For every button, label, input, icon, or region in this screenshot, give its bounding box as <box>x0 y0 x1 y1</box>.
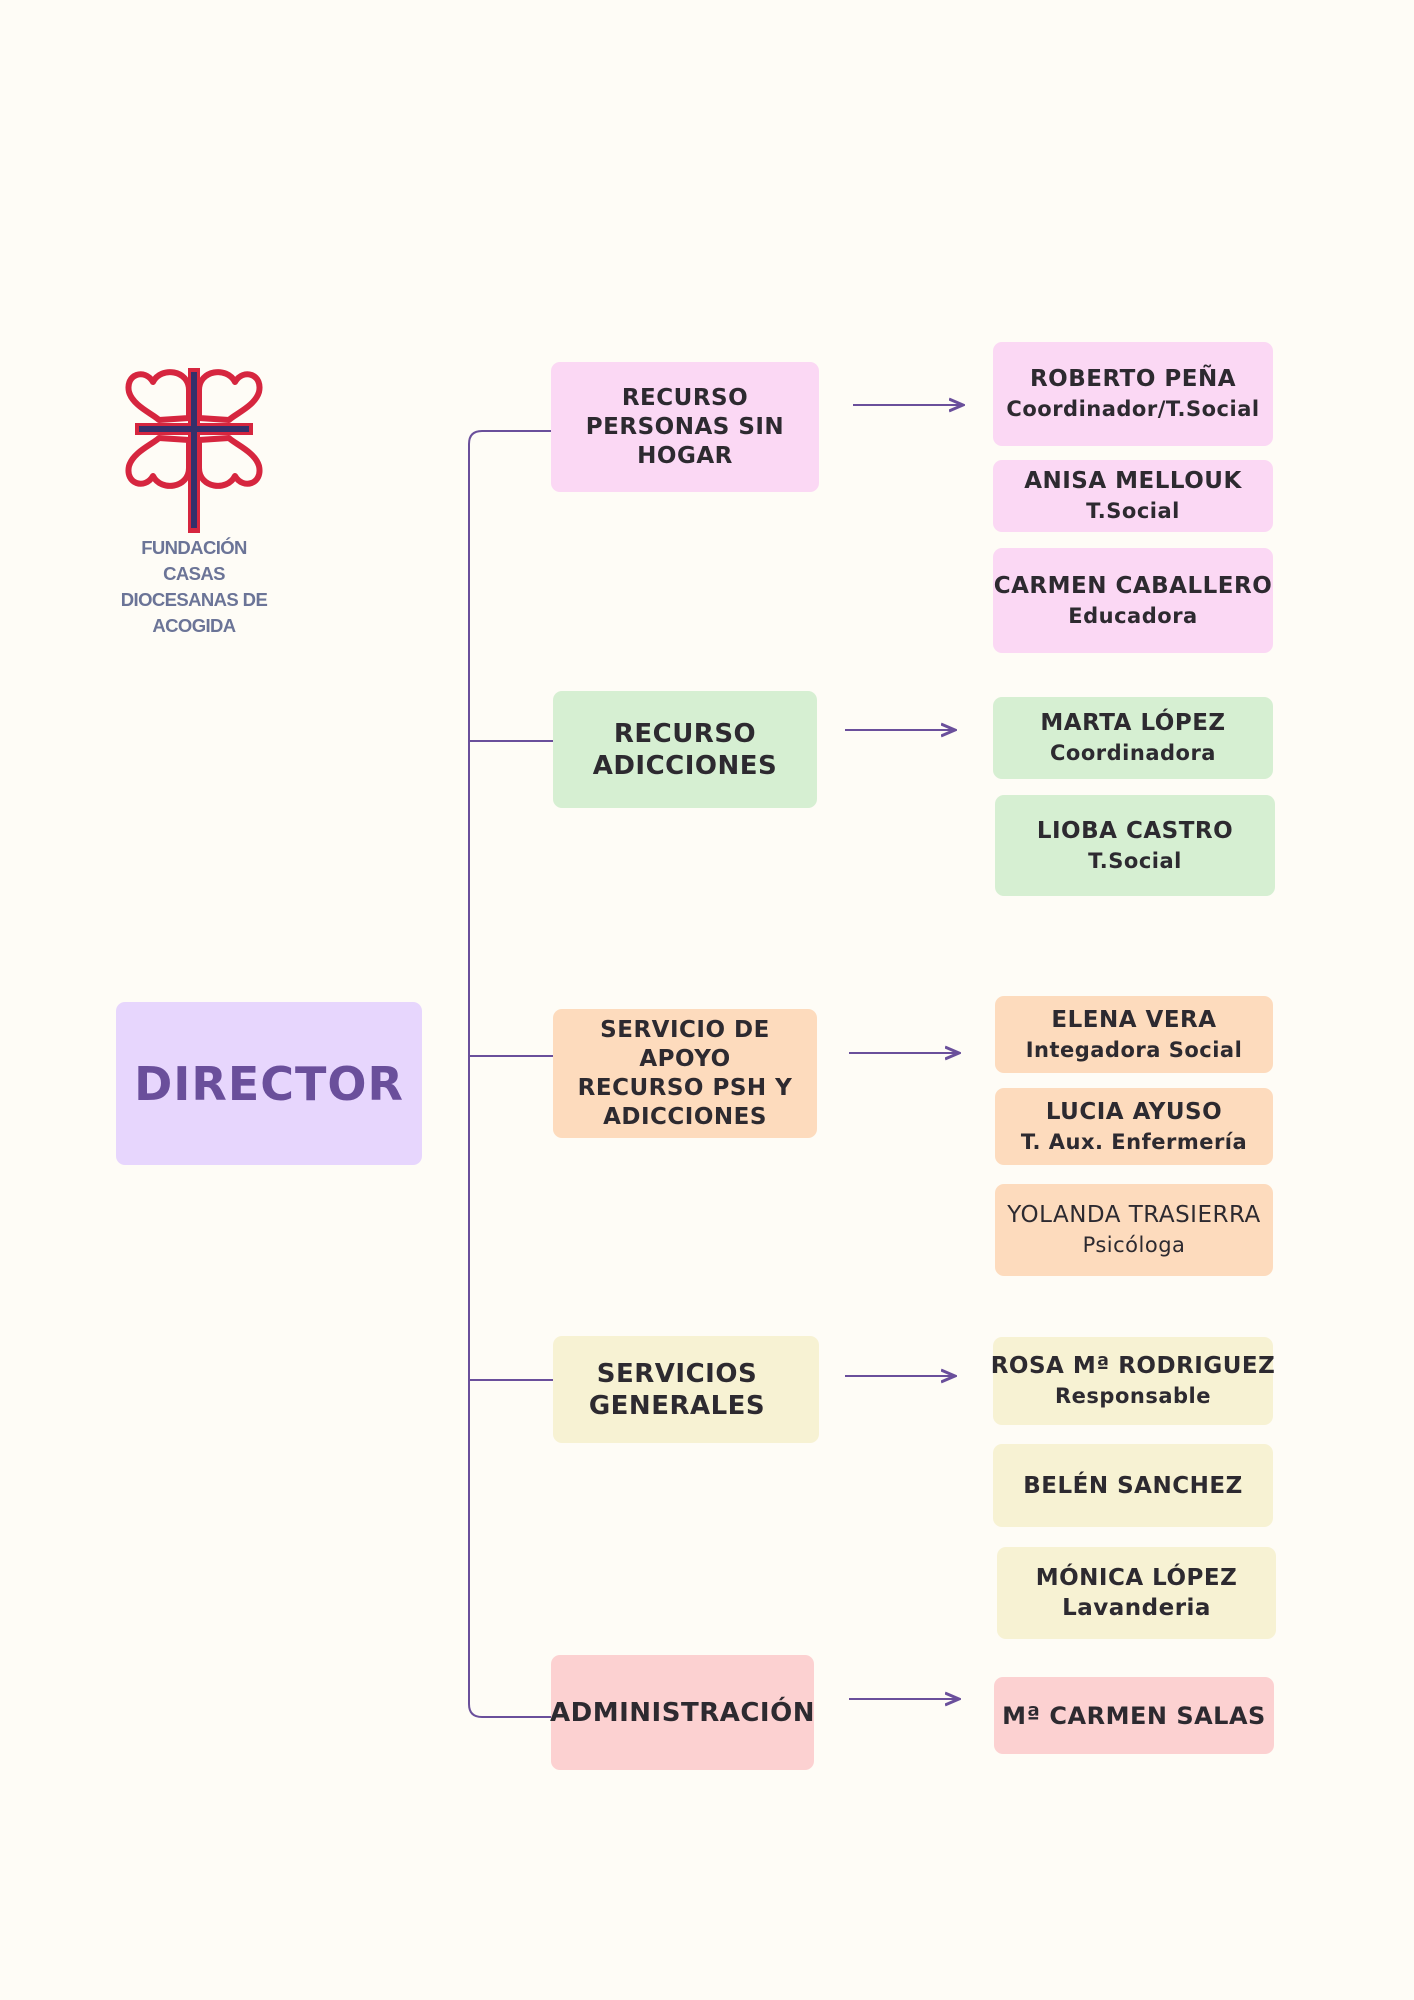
staff-card: MÓNICA LÓPEZ Lavanderia <box>997 1547 1276 1639</box>
dept-recurso-adicciones: RECURSO ADICCIONES <box>553 691 817 808</box>
dept-line: RECURSO <box>621 384 749 411</box>
staff-card: MARTA LÓPEZ Coordinadora <box>993 697 1273 779</box>
staff-role: Coordinadora <box>1050 741 1216 765</box>
staff-name: MARTA LÓPEZ <box>1040 710 1226 736</box>
staff-card: ROSA Mª RODRIGUEZ Responsable <box>990 1337 1276 1425</box>
staff-name: BELÉN SANCHEZ <box>1023 1472 1243 1499</box>
dept-line: ADMINISTRACIÓN <box>550 1697 815 1728</box>
staff-card: CARMEN CABALLERO Educadora <box>993 548 1273 653</box>
staff-name: ROBERTO PEÑA <box>1029 366 1237 392</box>
dept-line: GENERALES <box>588 1390 766 1421</box>
staff-role: Coordinador/T.Social <box>1006 397 1260 421</box>
staff-name: YOLANDA TRASIERRA <box>1007 1202 1261 1228</box>
staff-role: Responsable <box>1055 1384 1211 1408</box>
staff-role: Lavanderia <box>1062 1595 1211 1621</box>
staff-role: T.Social <box>1086 499 1180 523</box>
staff-role: T. Aux. Enfermería <box>1020 1129 1248 1154</box>
dept-line: ADICCIONES <box>603 1103 767 1130</box>
staff-card: BELÉN SANCHEZ <box>993 1444 1273 1527</box>
foundation-logo: FUNDACIÓN CASAS DIOCESANAS DE ACOGIDA <box>115 360 273 636</box>
dept-line: SERVICIOS <box>596 1358 758 1389</box>
staff-card: ROBERTO PEÑA Coordinador/T.Social <box>993 342 1273 446</box>
staff-card: Mª CARMEN SALAS <box>994 1677 1274 1754</box>
trunk-line <box>468 430 551 1718</box>
staff-name: CARMEN CABALLERO <box>993 572 1273 599</box>
logo-line-3: DIOCESANAS DE <box>120 589 268 610</box>
dept-line: ADICCIONES <box>592 750 778 781</box>
staff-role: Integadora Social <box>1025 1037 1243 1062</box>
dept-administracion: ADMINISTRACIÓN <box>550 1655 815 1770</box>
staff-card: ANISA MELLOUK T.Social <box>993 460 1273 532</box>
staff-card: LUCIA AYUSO T. Aux. Enfermería <box>995 1088 1273 1165</box>
staff-role: Educadora <box>1068 603 1198 628</box>
logo-line-2: CASAS <box>163 563 225 584</box>
dept-servicio-apoyo: SERVICIO DE APOYO RECURSO PSH Y ADICCION… <box>553 1009 817 1138</box>
logo-line-4: ACOGIDA <box>152 615 236 636</box>
staff-name: LUCIA AYUSO <box>1045 1098 1223 1125</box>
dept-line: RECURSO PSH Y <box>577 1074 793 1101</box>
dept-servicios-generales: SERVICIOS GENERALES <box>553 1336 819 1443</box>
heart-cross-icon <box>125 368 263 533</box>
staff-card: LIOBA CASTRO T.Social <box>995 795 1275 896</box>
dept-line: PERSONAS SIN <box>585 413 785 440</box>
staff-role: Psicóloga <box>1082 1233 1186 1257</box>
staff-name: LIOBA CASTRO <box>1036 817 1234 844</box>
logo-line-1: FUNDACIÓN <box>141 537 247 558</box>
staff-card: ELENA VERA Integadora Social <box>995 996 1273 1073</box>
staff-name: MÓNICA LÓPEZ <box>1035 1565 1238 1591</box>
dept-line: SERVICIO DE APOYO <box>600 1016 770 1072</box>
dept-line: HOGAR <box>637 442 733 469</box>
staff-name: ANISA MELLOUK <box>1024 468 1242 494</box>
dept-line: RECURSO <box>613 718 757 749</box>
staff-card: YOLANDA TRASIERRA Psicóloga <box>995 1184 1273 1276</box>
staff-name: ROSA Mª RODRIGUEZ <box>990 1353 1276 1379</box>
director-box: DIRECTOR <box>116 1002 422 1165</box>
staff-role: T.Social <box>1088 848 1182 873</box>
director-label: DIRECTOR <box>134 1056 404 1111</box>
dept-recurso-psh: RECURSO PERSONAS SIN HOGAR <box>551 362 819 492</box>
staff-name: Mª CARMEN SALAS <box>1002 1701 1266 1730</box>
staff-name: ELENA VERA <box>1051 1006 1217 1033</box>
